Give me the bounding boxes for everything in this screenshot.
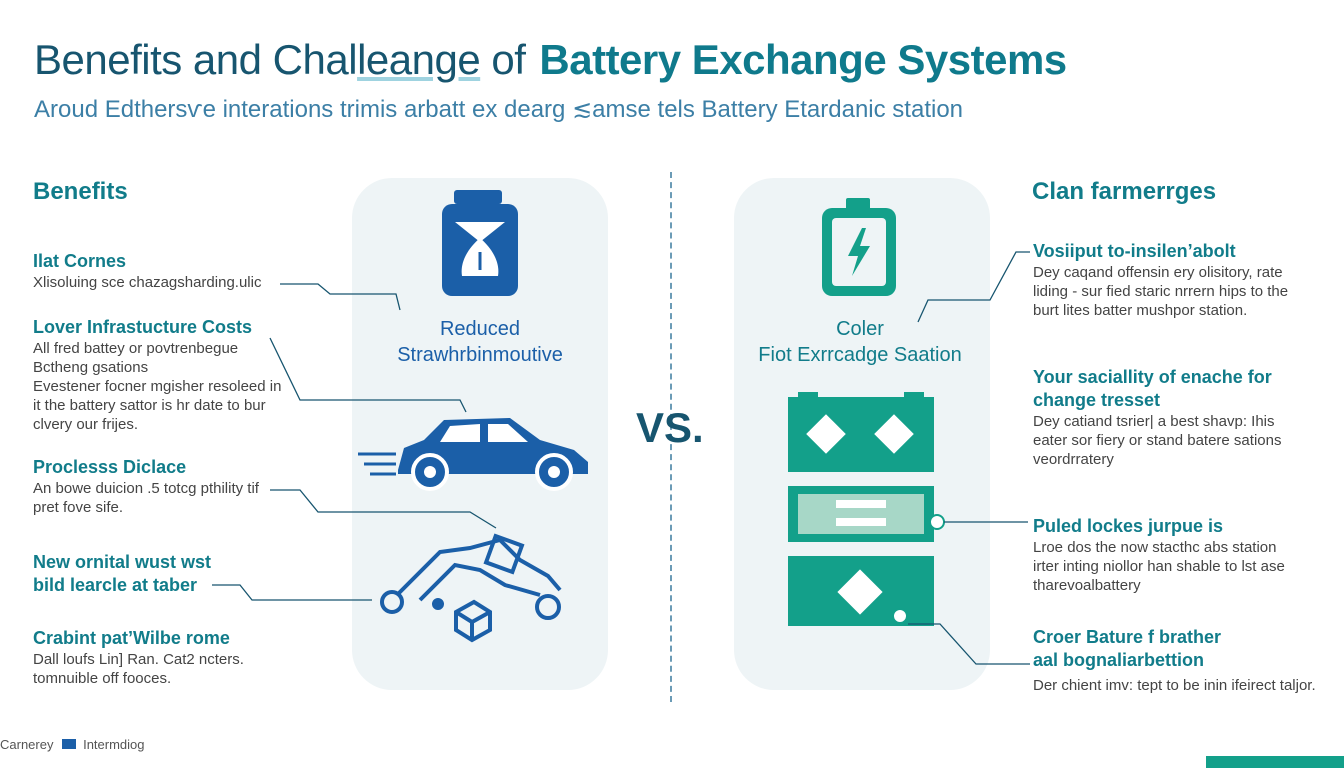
benefit-item-3: Proclesss Diclace An bowe duicion .5 tot… (33, 456, 259, 517)
challenges-heading: Clan farmerrges (1032, 178, 1217, 205)
left-panel-label-line1: Reduced (439, 318, 521, 340)
benefit-item-desc: clvery our frijes. (33, 416, 139, 433)
challenge-item-title: Your saciallity of enache for (1033, 367, 1272, 387)
challenge-item-desc: Dey caqand offensin ery olisitory, rate (1033, 264, 1283, 281)
challenge-item-desc: eater sor fiery or stand batere sations (1033, 432, 1282, 449)
title-part-2: of (480, 36, 526, 83)
footer: Carnerey Intermdiog (0, 737, 145, 752)
challenge-item-desc: liding - sur fied staric nrrern hips to … (1033, 283, 1289, 300)
battery-canister-icon (442, 190, 518, 296)
benefit-item-title: Ilat Cornes (33, 251, 127, 271)
benefit-item-desc: tomnuible off fooces. (33, 670, 172, 687)
benefit-item-desc: An bowe duicion .5 totcg pthility tif (33, 480, 259, 497)
challenge-item-desc: Lroe dos the now stacthc abs station (1033, 539, 1277, 556)
challenge-item-desc: irter inting niollor han shable to lst a… (1033, 558, 1285, 575)
connector-lines (212, 251, 1030, 665)
footer-left: Carnerey (0, 737, 54, 752)
benefit-item-desc: All fred battey or povtrenbegue (33, 340, 239, 357)
benefit-item-desc: Bctheng gsations (33, 359, 149, 376)
challenge-item-title-line2: aal bognaliarbettion (1033, 650, 1205, 670)
vs-label: VS. (636, 404, 704, 451)
challenge-item-title: Croer Bature f brather (1033, 627, 1222, 647)
challenge-item-title: Puled lockes jurpue is (1033, 516, 1224, 536)
benefit-item-title: New ornital wust wst (33, 552, 212, 572)
title-accent: Battery Exchange Systems (539, 36, 1067, 83)
challenge-item-desc: veordrratery (1033, 451, 1114, 468)
benefit-item-desc: it the battery sattor is hr date to bur (33, 397, 266, 414)
battery-charge-icon (822, 198, 896, 296)
page-subtitle: Aroud Edthersѵe interations trimis arbat… (34, 96, 964, 123)
battery-slot-icon (788, 486, 945, 542)
challenge-item-1: Vosiiput to-insilen’abolt Dey caqand off… (1033, 240, 1288, 320)
robotic-arm-icon (380, 533, 562, 643)
benefit-item-desc: Evestener focner mgisher resoleed in (33, 378, 282, 395)
benefit-item-desc: Dall loufs Lin] Ran. Cat2 ncters. (33, 651, 244, 668)
battery-module-icon (788, 556, 934, 626)
challenge-item-desc: tharevoalbattery (1033, 577, 1141, 594)
left-panel-label: Reduced Strawhrbinmoutive (380, 316, 580, 368)
benefits-heading: Benefits (33, 178, 128, 205)
car-icon (358, 418, 588, 491)
challenge-item-4: Croer Bature f brather aal bognaliarbett… (1033, 626, 1316, 695)
benefit-item-title: Proclesss Diclace (33, 457, 187, 477)
challenge-item-title: Vosiiput to-insilen’abolt (1033, 241, 1236, 261)
benefit-item-title: Crabint pat’Wilbe rome (33, 628, 230, 648)
benefit-item-title-line2: bild learcle at taber (33, 575, 198, 595)
left-panel-label-line2: Strawhrbinmoutive (397, 344, 563, 366)
challenge-item-desc: burt lites batter mushpor station. (1033, 302, 1248, 319)
footer-accent-bar (1206, 756, 1344, 768)
benefit-item-5: Crabint pat’Wilbe rome Dall loufs Lin] R… (33, 627, 244, 688)
challenge-item-desc: Der chient imv: tept to be inin ifeirect… (1033, 677, 1316, 694)
benefit-item-2: Lover Infrastucture Costs All fred batte… (33, 316, 281, 434)
center-divider (670, 172, 672, 702)
benefit-item-4: New ornital wust wst bild learcle at tab… (33, 551, 211, 597)
challenge-item-title-line2: change tresset (1033, 390, 1161, 410)
challenge-item-2: Your saciallity of enache for change tre… (1033, 366, 1281, 469)
benefit-item-desc: Xlisoluing sce chazagsharding.ulic (33, 274, 262, 291)
right-panel-label-line2: Fiot Exrrcadge Saation (758, 344, 962, 366)
challenge-item-3: Puled lockes jurpue is Lroe dos the now … (1033, 515, 1285, 595)
right-panel-label-line1: Coler (836, 318, 884, 340)
benefit-item-title: Lover Infrastucture Costs (33, 317, 253, 337)
flag-icon (62, 739, 76, 749)
right-panel-label: Coler Fiot Exrrcadge Saation (750, 316, 970, 368)
title-part-1: Benefits and Chal (34, 36, 358, 83)
footer-right: Intermdiog (83, 737, 145, 752)
page-title: Benefits and Challeange of Battery Exchan… (34, 36, 1067, 84)
benefit-item-desc: pret fove sife. (33, 499, 124, 516)
benefit-item-1: Ilat Cornes Xlisoluing sce chazagshardin… (33, 250, 261, 292)
title-highlight: leange (357, 36, 481, 83)
battery-module-icon (788, 392, 934, 472)
challenge-item-desc: Dey catiand tsrier| a best shavp: Ihis (1033, 413, 1275, 430)
